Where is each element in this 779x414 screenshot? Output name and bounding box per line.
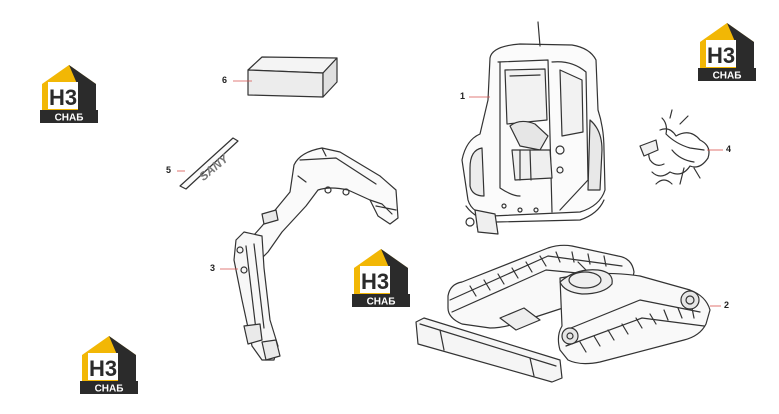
callout-4: 4 [726, 144, 732, 154]
watermark-word: СНАБ [95, 384, 124, 395]
part-3-boom-arm [233, 147, 399, 361]
watermark-logo-graphic: H3 СНАБ [80, 336, 138, 395]
watermark-logo-graphic: H3 СНАБ [698, 23, 756, 82]
part-2-undercarriage [415, 244, 711, 383]
watermark-logo: H3 СНАБ [350, 246, 412, 308]
watermark-logo-graphic: H3 СНАБ [352, 249, 410, 308]
watermark-word: СНАБ [367, 297, 396, 308]
watermark-logo: H3 СНАБ [78, 333, 140, 395]
watermark-letters: H3 [707, 43, 735, 68]
callout-2: 2 [724, 300, 730, 310]
callout-5: 5 [166, 165, 172, 175]
watermark-letters: H3 [49, 85, 77, 110]
part-5-decal: SANY [179, 137, 239, 190]
callout-6: 6 [222, 75, 228, 85]
part-4-harness [639, 109, 710, 185]
watermark-letters: H3 [89, 356, 117, 381]
callout-3: 3 [210, 263, 216, 273]
part-1-cab [461, 21, 606, 235]
part-6-box [247, 56, 338, 98]
watermark-logo: H3 СНАБ [38, 62, 100, 124]
watermark-word: СНАБ [55, 113, 84, 124]
watermark-word: СНАБ [713, 71, 742, 82]
watermark-logo-graphic: H3 СНАБ [40, 65, 98, 124]
watermark-letters: H3 [361, 269, 389, 294]
watermark-logo: H3 СНАБ [696, 20, 758, 82]
leader-lines [177, 80, 723, 307]
callout-1: 1 [460, 91, 466, 101]
